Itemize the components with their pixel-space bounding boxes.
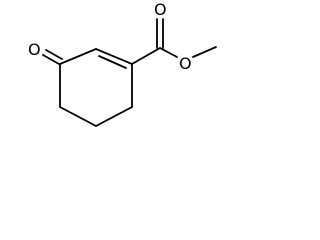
ester-oxygen-label: O bbox=[179, 54, 192, 73]
ring-bond-c3-c4 bbox=[95, 106, 133, 127]
carbonyl-oxygen-label: O bbox=[154, 0, 167, 19]
ketone-double-bond-line-a bbox=[42, 54, 60, 65]
ester-bond-ring-to-carbonyl-carbon bbox=[131, 47, 161, 65]
ketone-double-bond-line-b bbox=[45, 49, 63, 60]
methoxy-bond bbox=[192, 46, 217, 58]
ring-bond-c6-c1 bbox=[59, 48, 97, 65]
ring-bond-c4-c5 bbox=[59, 106, 97, 127]
molecular-structure: O O O bbox=[28, 0, 217, 127]
ring-double-bond-inner-line bbox=[98, 55, 127, 69]
ester-single-bond-carbon-to-oxygen bbox=[159, 47, 178, 58]
ring-bond-c1-c2 bbox=[95, 48, 133, 65]
ketone-oxygen-label: O bbox=[28, 40, 41, 59]
